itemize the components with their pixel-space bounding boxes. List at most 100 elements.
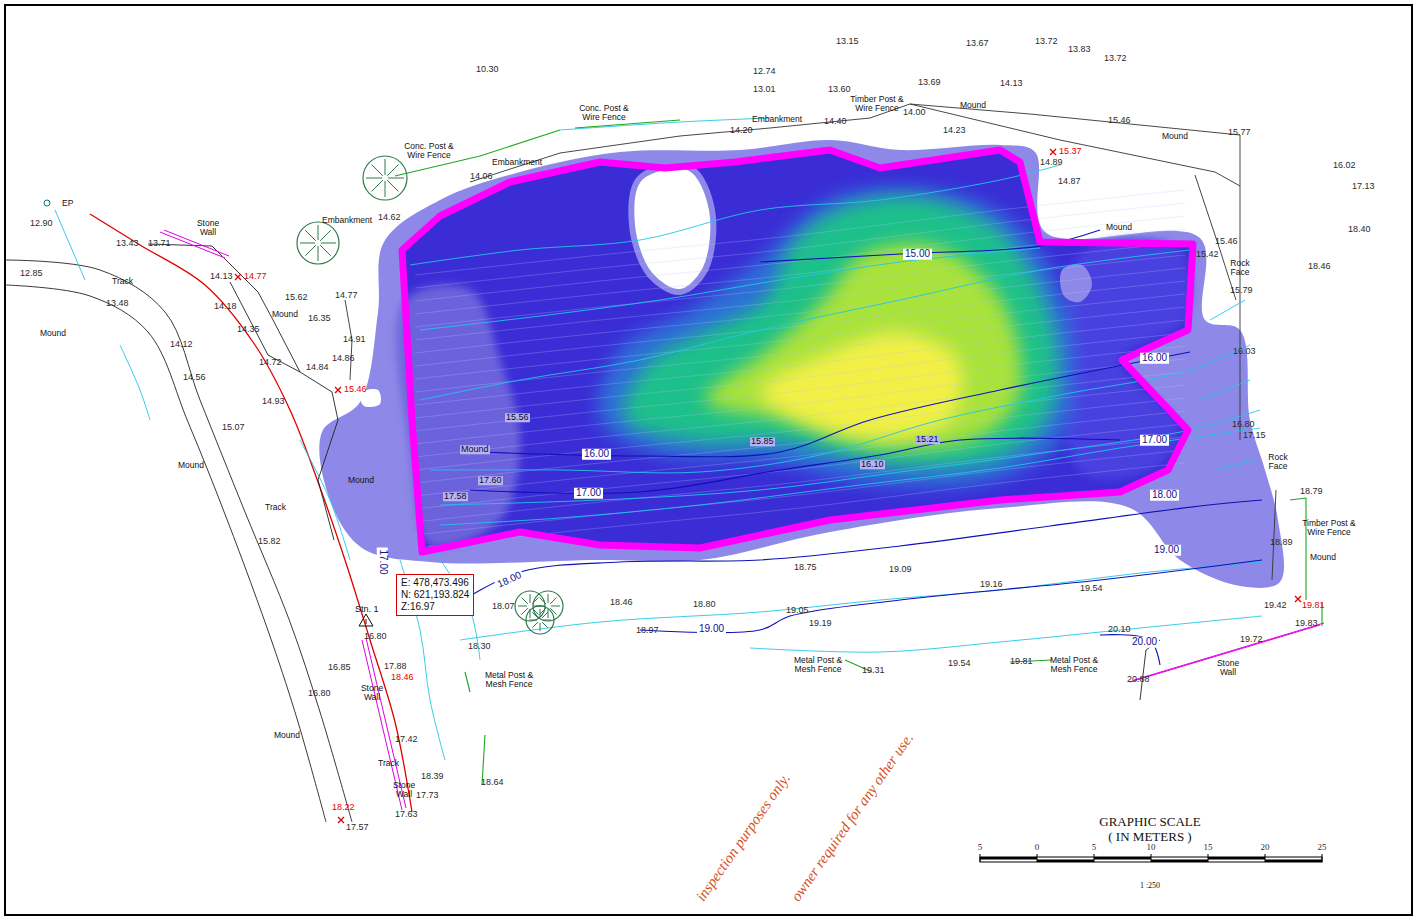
spot-marker [335,387,341,393]
spot-height: 14.86 [332,354,355,363]
spot-height: 17.57 [346,823,369,832]
station-name: Stn. 1 [355,605,379,614]
spot-height: 19.54 [1080,584,1103,593]
spot-height: 13.83 [1068,45,1091,54]
spot-height: 13.01 [753,85,776,94]
surface-hatch [415,190,1185,275]
spot-height: 18.80 [693,600,716,609]
scale-tick [1208,854,1209,862]
tree-branch [551,606,560,607]
spot-marker [338,817,344,823]
spot-height: 18.79 [1300,487,1323,496]
data-gap-small [1060,264,1092,302]
spot-height: 19.42 [1264,601,1287,610]
spot-height: 17.58 [443,492,468,501]
spot-height: 14.84 [306,363,329,372]
contour-label: 19.00 [1152,545,1181,556]
spot-height: 16.35 [308,314,331,323]
contour-line [55,210,85,280]
tree-branch [532,612,538,618]
contour-line [1210,300,1245,320]
spot-height: 18.89 [1270,538,1293,547]
feature-name: Timber Post & Wire Fence [846,95,908,113]
contour-label: 20.00 [1130,637,1159,648]
contour-label: 17.00 [574,488,603,499]
scale-segment [1208,857,1265,860]
tree-branch [540,598,546,604]
spot-height: 16.10 [860,460,885,469]
spot-height: 14.12 [170,340,193,349]
spot-height: 14.18 [214,302,237,311]
survey-area-outer [319,140,1284,588]
heatmap-layer [319,140,1284,588]
fence-line [395,130,560,176]
feature-name: EP [62,199,73,208]
scale-number: 15 [1204,843,1213,852]
scale-segment [980,857,1037,860]
surface-hatch [415,385,1185,470]
tree-crown [297,222,339,264]
feature-name: Metal Post & Mesh Fence [1048,656,1100,674]
contour-line [120,345,150,420]
tree-branch [320,245,331,256]
map-frame [5,5,1412,915]
tree-branch [542,622,548,628]
spot-marker [235,274,241,280]
spot-height: 13.72 [1104,54,1127,63]
watermark: inspection purposes only. [694,771,794,905]
scale-number: 5 [1092,843,1097,852]
spot-height: 19.72 [1240,635,1263,644]
spot-height: 16.80 [364,632,387,641]
spot-height: 16.80 [1232,420,1255,429]
tree-branch [548,594,549,603]
spot-height-marked: 14.77 [244,272,267,281]
index-contour [470,438,1120,493]
spot-height: 13.67 [966,39,989,48]
feature-name: Stone Wall [1212,659,1244,677]
spot-height: 17.15 [1243,431,1266,440]
scale-tick [1322,854,1323,862]
feature-name: Mound [178,461,204,470]
spot-height: 13.15 [836,37,859,46]
coordinate-text: E: 478,473.496 [401,577,469,589]
scale-tick [980,854,981,862]
rock-face-line [1272,490,1276,580]
spot-height: 16.80 [308,689,331,698]
tree-branch [366,178,382,179]
spot-height: 15.62 [285,293,308,302]
tree-crown [526,606,554,634]
tree-branch [321,243,336,244]
embankment-line [470,104,1240,440]
feature-name: Mound [1162,132,1188,141]
tree-branch [540,609,541,617]
spot-height: 14.91 [343,335,366,344]
wall-end-line [1140,640,1160,700]
spot-height: 19.19 [809,619,832,628]
tree-branch [529,620,537,621]
spot-height: 19.81 [1010,657,1033,666]
spot-height: 15.07 [222,423,245,432]
track-edge [90,214,412,812]
tree-branch [548,609,549,618]
spot-height: 15.46 [1108,116,1131,125]
spot-height: 14.72 [259,358,282,367]
spot-marker [1295,596,1301,602]
spot-height: 19.83 [1295,619,1318,628]
ep-marker [44,200,50,206]
spot-height: 12.90 [30,219,53,228]
surface-hatch [415,346,1185,431]
surface-hatch [415,216,1185,301]
spot-height: 14.23 [943,126,966,135]
spot-height: 18.64 [481,778,504,787]
survey-lines [6,104,1324,822]
index-contour [480,352,1190,457]
contour-line [1215,460,1255,470]
spot-height: 15.82 [258,537,281,546]
spot-height-marked: 19.81 [1302,601,1325,610]
surface-hatch [415,281,1185,366]
index-contour [760,230,1100,262]
spot-height: 12.74 [753,67,776,76]
tree-symbol [297,222,339,264]
tree-branch [550,598,556,604]
feature-name: Mound [274,731,300,740]
